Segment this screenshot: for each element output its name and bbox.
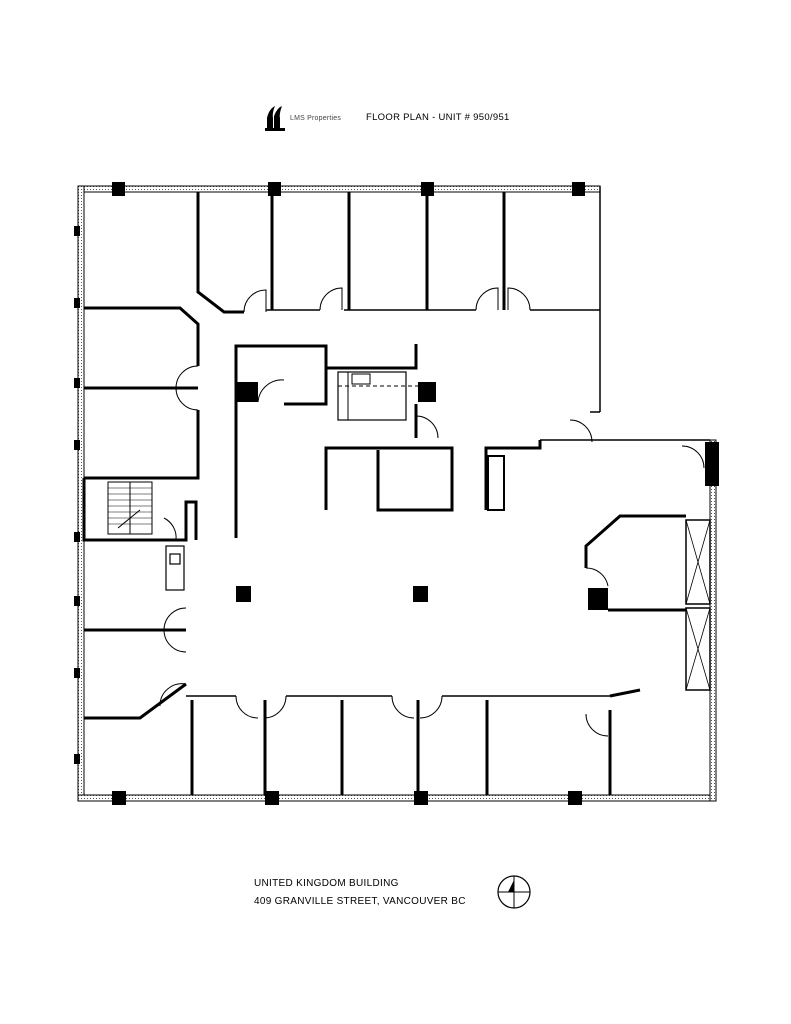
logo-text: LMS Properties xyxy=(290,115,342,122)
columns xyxy=(74,182,719,805)
central-core xyxy=(234,344,593,538)
building-address: 409 GRANVILLE STREET, VANCOUVER BC xyxy=(254,896,466,907)
top-offices xyxy=(196,192,600,314)
company-logo: LMS Properties xyxy=(264,104,354,132)
stairwell xyxy=(107,481,153,535)
plan-title: FLOOR PLAN - UNIT # 950/951 xyxy=(366,112,510,123)
kitchenette xyxy=(165,545,185,591)
building-name: UNITED KINGDOM BUILDING xyxy=(254,878,399,889)
north-arrow-icon xyxy=(497,875,531,909)
east-rooms xyxy=(584,445,711,691)
exterior-wall xyxy=(77,185,717,802)
bottom-offices xyxy=(186,688,641,795)
building-logo-icon xyxy=(265,106,285,131)
west-offices xyxy=(82,306,200,720)
